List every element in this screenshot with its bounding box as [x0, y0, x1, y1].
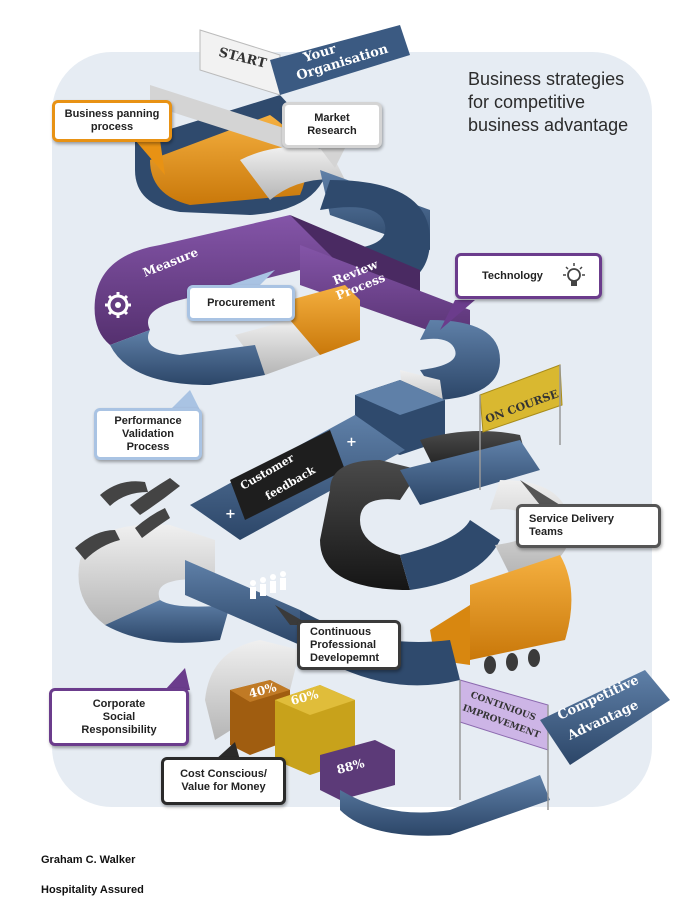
track-bottom-section [205, 640, 670, 836]
gear-icon [105, 292, 131, 318]
block-88 [320, 740, 395, 800]
handshake-icon [75, 478, 180, 560]
author-name: Graham C. Walker [41, 854, 136, 866]
strategy-track-diagram: START Your Organisation Measure Review P… [52, 25, 670, 836]
people-icon [250, 571, 286, 599]
on-course-flag [479, 364, 563, 490]
track-top-section [135, 25, 430, 292]
author-credit: Graham C. Walker Hospitality Assured [41, 838, 144, 913]
plus-label-2: + [225, 507, 236, 522]
lightbulb-icon [563, 263, 585, 286]
callout-csr: Corporate Social Responsibility [49, 688, 189, 746]
callout-performance: Performance Validation Process [94, 408, 202, 460]
callout-business-planning: Business panning process [52, 100, 172, 142]
track-middle-section [78, 380, 572, 686]
plus-label-1: + [346, 435, 357, 450]
callout-service-delivery: Service Delivery Teams [516, 504, 661, 548]
callout-cost: Cost Conscious/ Value for Money [161, 757, 286, 805]
callout-procurement: Procurement [187, 285, 295, 321]
track-measure-section [94, 215, 500, 415]
callout-cpd: Continuous Professional Developemnt [297, 620, 401, 670]
callout-market-research: Market Research [282, 102, 382, 148]
author-company: Hospitality Assured [41, 884, 144, 896]
callout-technology: Technology [455, 253, 602, 299]
technology-label: Technology [482, 269, 543, 282]
diagram-title: Business strategies for competitive busi… [468, 69, 629, 135]
